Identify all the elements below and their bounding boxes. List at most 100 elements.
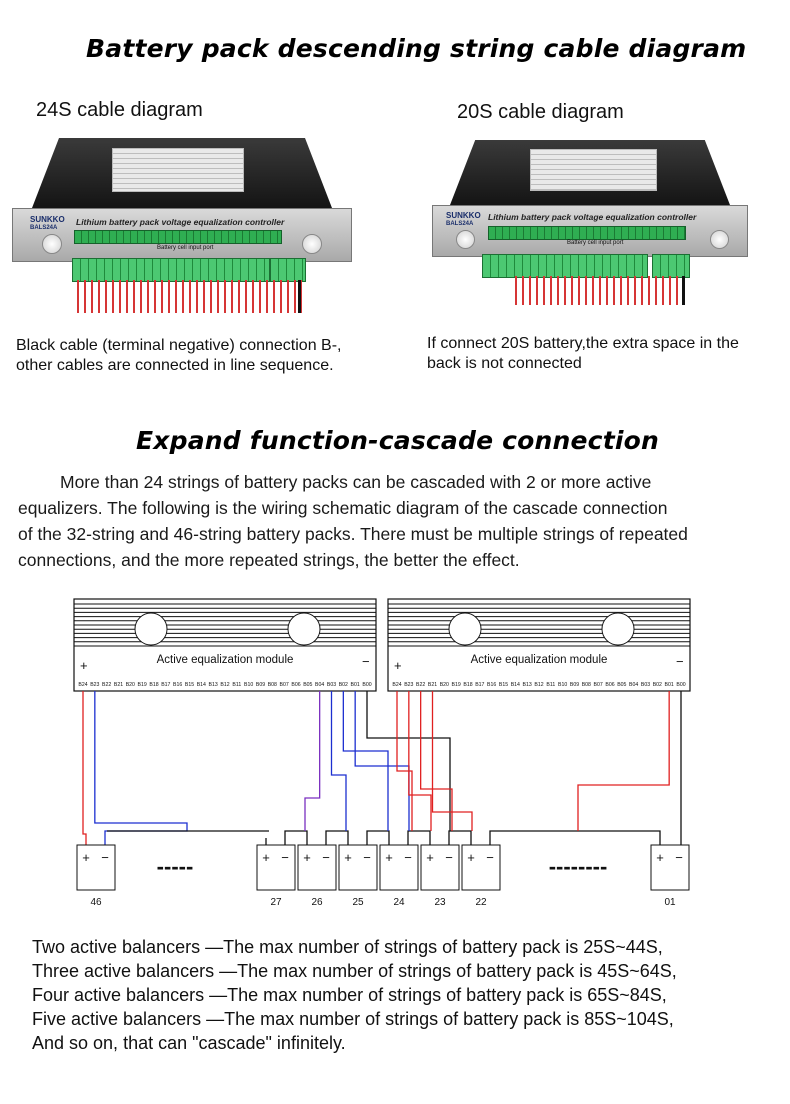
module-label: Active equalization module <box>157 654 294 666</box>
battery-cell-26: +−26 <box>297 844 337 908</box>
pin-label: B10 <box>558 682 567 688</box>
port-label: Battery cell input port <box>567 240 624 246</box>
pin-label: B15 <box>185 682 194 688</box>
pin-label: B19 <box>452 682 461 688</box>
pin-label: B21 <box>114 682 123 688</box>
pin-label: B15 <box>499 682 508 688</box>
link-27-26 <box>284 830 308 845</box>
paragraph-line-3: of the 32-string and 46-string battery p… <box>18 524 688 544</box>
battery-number: 25 <box>352 897 364 908</box>
wire-m2-b23 <box>408 691 432 831</box>
battery-cell-01: +−01 <box>650 844 690 908</box>
pin-label: B20 <box>440 682 449 688</box>
ellipsis-dashes-right: -------- <box>549 854 608 879</box>
pin-label: B00 <box>676 682 685 688</box>
pin-label: B05 <box>303 682 312 688</box>
cascade-paragraph: More than 24 strings of battery packs ca… <box>18 469 778 573</box>
battery-number: 22 <box>475 897 487 908</box>
battery-cell-46: +− 46 <box>76 844 116 908</box>
right-knob <box>710 230 729 249</box>
pin-label: B14 <box>197 682 206 688</box>
wire-m1-b04 <box>304 691 321 831</box>
red-wires <box>74 280 302 313</box>
ellipsis-dashes-left: ----- <box>157 854 194 879</box>
battery-plus: + <box>656 850 664 865</box>
pin-label: B00 <box>362 682 371 688</box>
pin-label: B21 <box>428 682 437 688</box>
battery-body <box>420 844 460 891</box>
battery-number: 01 <box>664 897 676 908</box>
pin-label: B13 <box>209 682 218 688</box>
battery-minus: − <box>445 850 453 865</box>
wire-m1-b03 <box>330 691 347 831</box>
left-knob <box>42 234 62 254</box>
pin-label: B09 <box>256 682 265 688</box>
pin-label: B02 <box>653 682 662 688</box>
pin-label: B20 <box>126 682 135 688</box>
battery-minus: − <box>101 850 109 865</box>
wire-m1-b01 <box>354 691 410 831</box>
bottom-line-3: Four active balancers —The max number of… <box>32 985 667 1005</box>
right-note: If connect 20S battery,the extra space i… <box>427 334 787 374</box>
module-fan-right <box>287 612 321 646</box>
battery-minus: − <box>404 850 412 865</box>
port-label: Battery cell input port <box>157 245 214 251</box>
battery-plus: + <box>82 850 90 865</box>
terminal-plug-small <box>270 258 306 282</box>
terminal-plug-main <box>72 258 270 282</box>
module-label: Active equalization module <box>471 654 608 666</box>
battery-body <box>379 844 419 891</box>
pin-label: B23 <box>90 682 99 688</box>
module-plus-sign: + <box>80 658 88 673</box>
bottom-notes: Two active balancers —The max number of … <box>32 935 782 1055</box>
battery-minus: − <box>322 850 330 865</box>
battery-body <box>297 844 337 891</box>
black-wire <box>682 276 685 305</box>
pin-label: B08 <box>268 682 277 688</box>
right-note-line-1: If connect 20S battery,the extra space i… <box>427 335 739 352</box>
battery-number: 26 <box>311 897 323 908</box>
paragraph-line-1: More than 24 strings of battery packs ca… <box>60 472 652 492</box>
pin-label: B16 <box>487 682 496 688</box>
battery-number: 46 <box>90 897 102 908</box>
bottom-line-2: Three active balancers —The max number o… <box>32 961 677 981</box>
battery-number: 23 <box>434 897 446 908</box>
pin-label: B24 <box>392 682 401 688</box>
module-plus-sign: + <box>394 658 402 673</box>
battery-body <box>256 844 296 891</box>
battery-number: 24 <box>393 897 405 908</box>
pin-label: B17 <box>475 682 484 688</box>
module-fan-left <box>134 612 168 646</box>
pin-label: B06 <box>605 682 614 688</box>
battery-cell-27: +−27 <box>256 844 296 908</box>
battery-cell-23: +−23 <box>420 844 460 908</box>
pin-label: B10 <box>244 682 253 688</box>
battery-minus: − <box>281 850 289 865</box>
module-outline <box>73 598 377 692</box>
pin-label: B06 <box>291 682 300 688</box>
left-knob <box>456 230 475 249</box>
controller-label-card <box>112 148 244 192</box>
pin-label: B11 <box>546 682 555 688</box>
pin-label: B01 <box>351 682 360 688</box>
wire-m2-b01 <box>577 691 670 831</box>
pin-label: B12 <box>220 682 229 688</box>
pin-label: B22 <box>416 682 425 688</box>
module-minus-sign: − <box>362 654 370 669</box>
controller-title: Lithium battery pack voltage equalizatio… <box>488 212 697 222</box>
link-24-23 <box>407 830 431 845</box>
pin-label: B13 <box>523 682 532 688</box>
pin-label: B03 <box>641 682 650 688</box>
pin-label: B24 <box>78 682 87 688</box>
terminal-strip <box>488 226 686 240</box>
main-heading: Battery pack descending string cable dia… <box>86 34 747 63</box>
battery-cell-25: +−25 <box>338 844 378 908</box>
link-22-01 <box>489 830 661 845</box>
battery-body <box>650 844 690 891</box>
pin-label: B08 <box>582 682 591 688</box>
